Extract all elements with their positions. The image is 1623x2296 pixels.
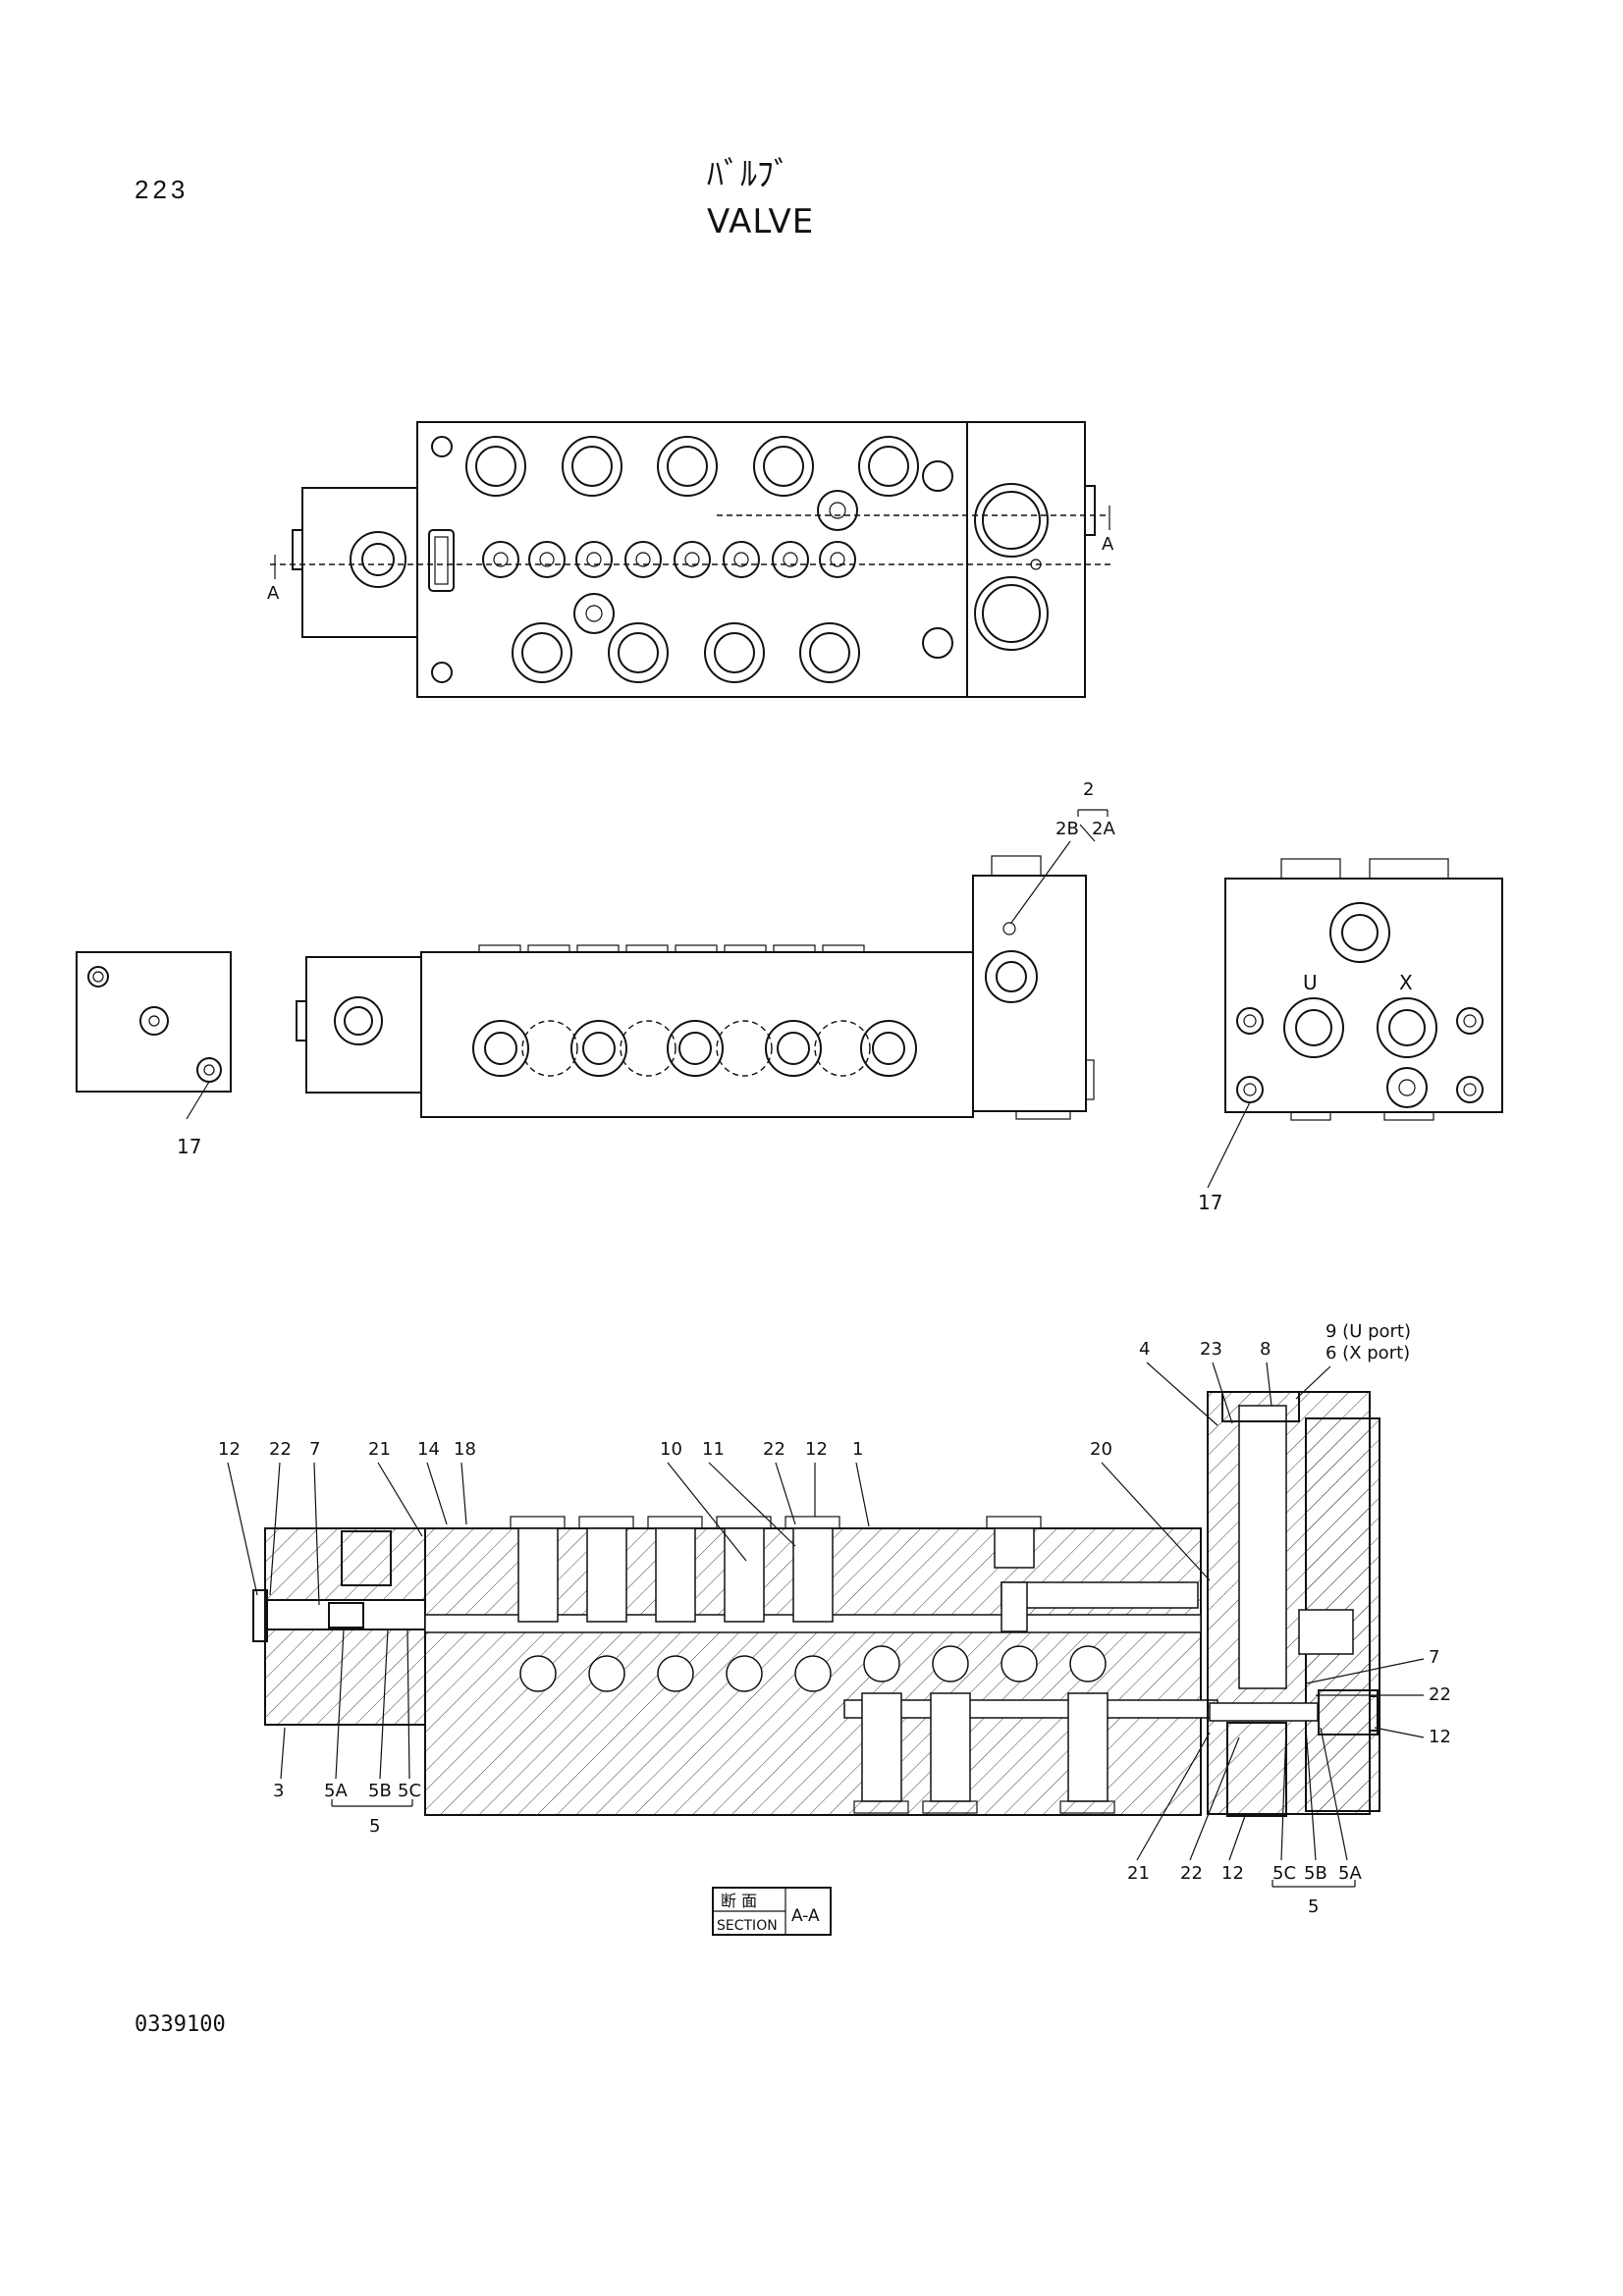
- callout-20: 20: [1090, 1439, 1112, 1460]
- section-callouts: 12 22 7 21 14 18 10 11 22 12 1 20 4 23 8…: [218, 1321, 1451, 1917]
- callout-22-bottom: 22: [1180, 1863, 1203, 1884]
- callout-3: 3: [273, 1781, 284, 1801]
- callout-8: 8: [1260, 1339, 1271, 1360]
- callout-14: 14: [417, 1439, 440, 1460]
- callout-21-bottom: 21: [1127, 1863, 1150, 1884]
- section-label-box: 断 面 SECTION A-A: [712, 1887, 832, 1936]
- section-box-jp: 断 面: [721, 1892, 757, 1910]
- callout-4: 4: [1139, 1339, 1150, 1360]
- callout-6-x-port: 6 (X port): [1325, 1343, 1410, 1363]
- callout-5a-right: 5A: [1338, 1863, 1362, 1884]
- side-view: 17: [76, 779, 1503, 1214]
- callout-7-left: 7: [309, 1439, 320, 1460]
- callout-22-left: 22: [269, 1439, 292, 1460]
- callout-9-u-port: 9 (U port): [1325, 1321, 1411, 1342]
- middle-row-plugs: [482, 490, 858, 634]
- top-row-ports: [431, 436, 953, 497]
- title-japanese: ﾊﾞﾙﾌﾞ: [707, 155, 790, 194]
- callout-7-right: 7: [1429, 1647, 1439, 1668]
- callout-5-right: 5: [1308, 1896, 1319, 1917]
- callout-1: 1: [852, 1439, 863, 1460]
- port-u-label: U: [1303, 971, 1318, 994]
- callout-5c-right: 5C: [1272, 1863, 1296, 1884]
- section-marker-left: A: [267, 583, 280, 604]
- callout-22-right: 22: [1429, 1684, 1451, 1705]
- section-a-a-view: [252, 1391, 1380, 1817]
- side-view-top-plugs: [478, 944, 865, 953]
- callout-5b-right: 5B: [1304, 1863, 1327, 1884]
- callout-2b: 2B: [1055, 819, 1079, 839]
- section-box-en: SECTION: [717, 1918, 778, 1934]
- section-top-cartridges: [510, 1516, 1042, 1623]
- callout-10: 10: [660, 1439, 682, 1460]
- callout-5c-left: 5C: [398, 1781, 421, 1801]
- top-view-end-block: [301, 487, 418, 638]
- callout-12-bottom: 12: [1221, 1863, 1244, 1884]
- callout-12-right: 12: [1429, 1727, 1451, 1747]
- callout-2a: 2A: [1092, 819, 1115, 839]
- left-end-cap: [76, 951, 232, 1093]
- section-marker-right: A: [1102, 534, 1114, 555]
- port-x-label: X: [1399, 971, 1413, 994]
- right-end-view: [1224, 878, 1503, 1113]
- callout-22-mid: 22: [763, 1439, 785, 1460]
- page-number: 223: [135, 175, 189, 204]
- callout-17-left: 17: [177, 1135, 201, 1158]
- callout-17-right: 17: [1198, 1191, 1222, 1214]
- callout-5a-left: 5A: [324, 1781, 348, 1801]
- callout-2: 2: [1083, 779, 1094, 800]
- callout-23: 23: [1200, 1339, 1222, 1360]
- callout-11: 11: [702, 1439, 725, 1460]
- bottom-row-ports: [431, 622, 953, 683]
- section-bottom-cartridges: [853, 1692, 1115, 1814]
- side-view-body: [420, 951, 974, 1118]
- callout-12-mid: 12: [805, 1439, 828, 1460]
- title-english: VALVE: [707, 202, 815, 241]
- callout-5b-left: 5B: [368, 1781, 392, 1801]
- top-view: A A: [267, 421, 1114, 698]
- section-box-label: A-A: [791, 1906, 820, 1926]
- callout-18: 18: [454, 1439, 476, 1460]
- section-balls: [519, 1645, 1107, 1692]
- side-view-ports: [472, 1020, 917, 1077]
- callout-5-left: 5: [369, 1816, 380, 1837]
- document-code: 0339100: [135, 2012, 226, 2037]
- callout-12-left: 12: [218, 1439, 241, 1460]
- callout-21-left: 21: [368, 1439, 391, 1460]
